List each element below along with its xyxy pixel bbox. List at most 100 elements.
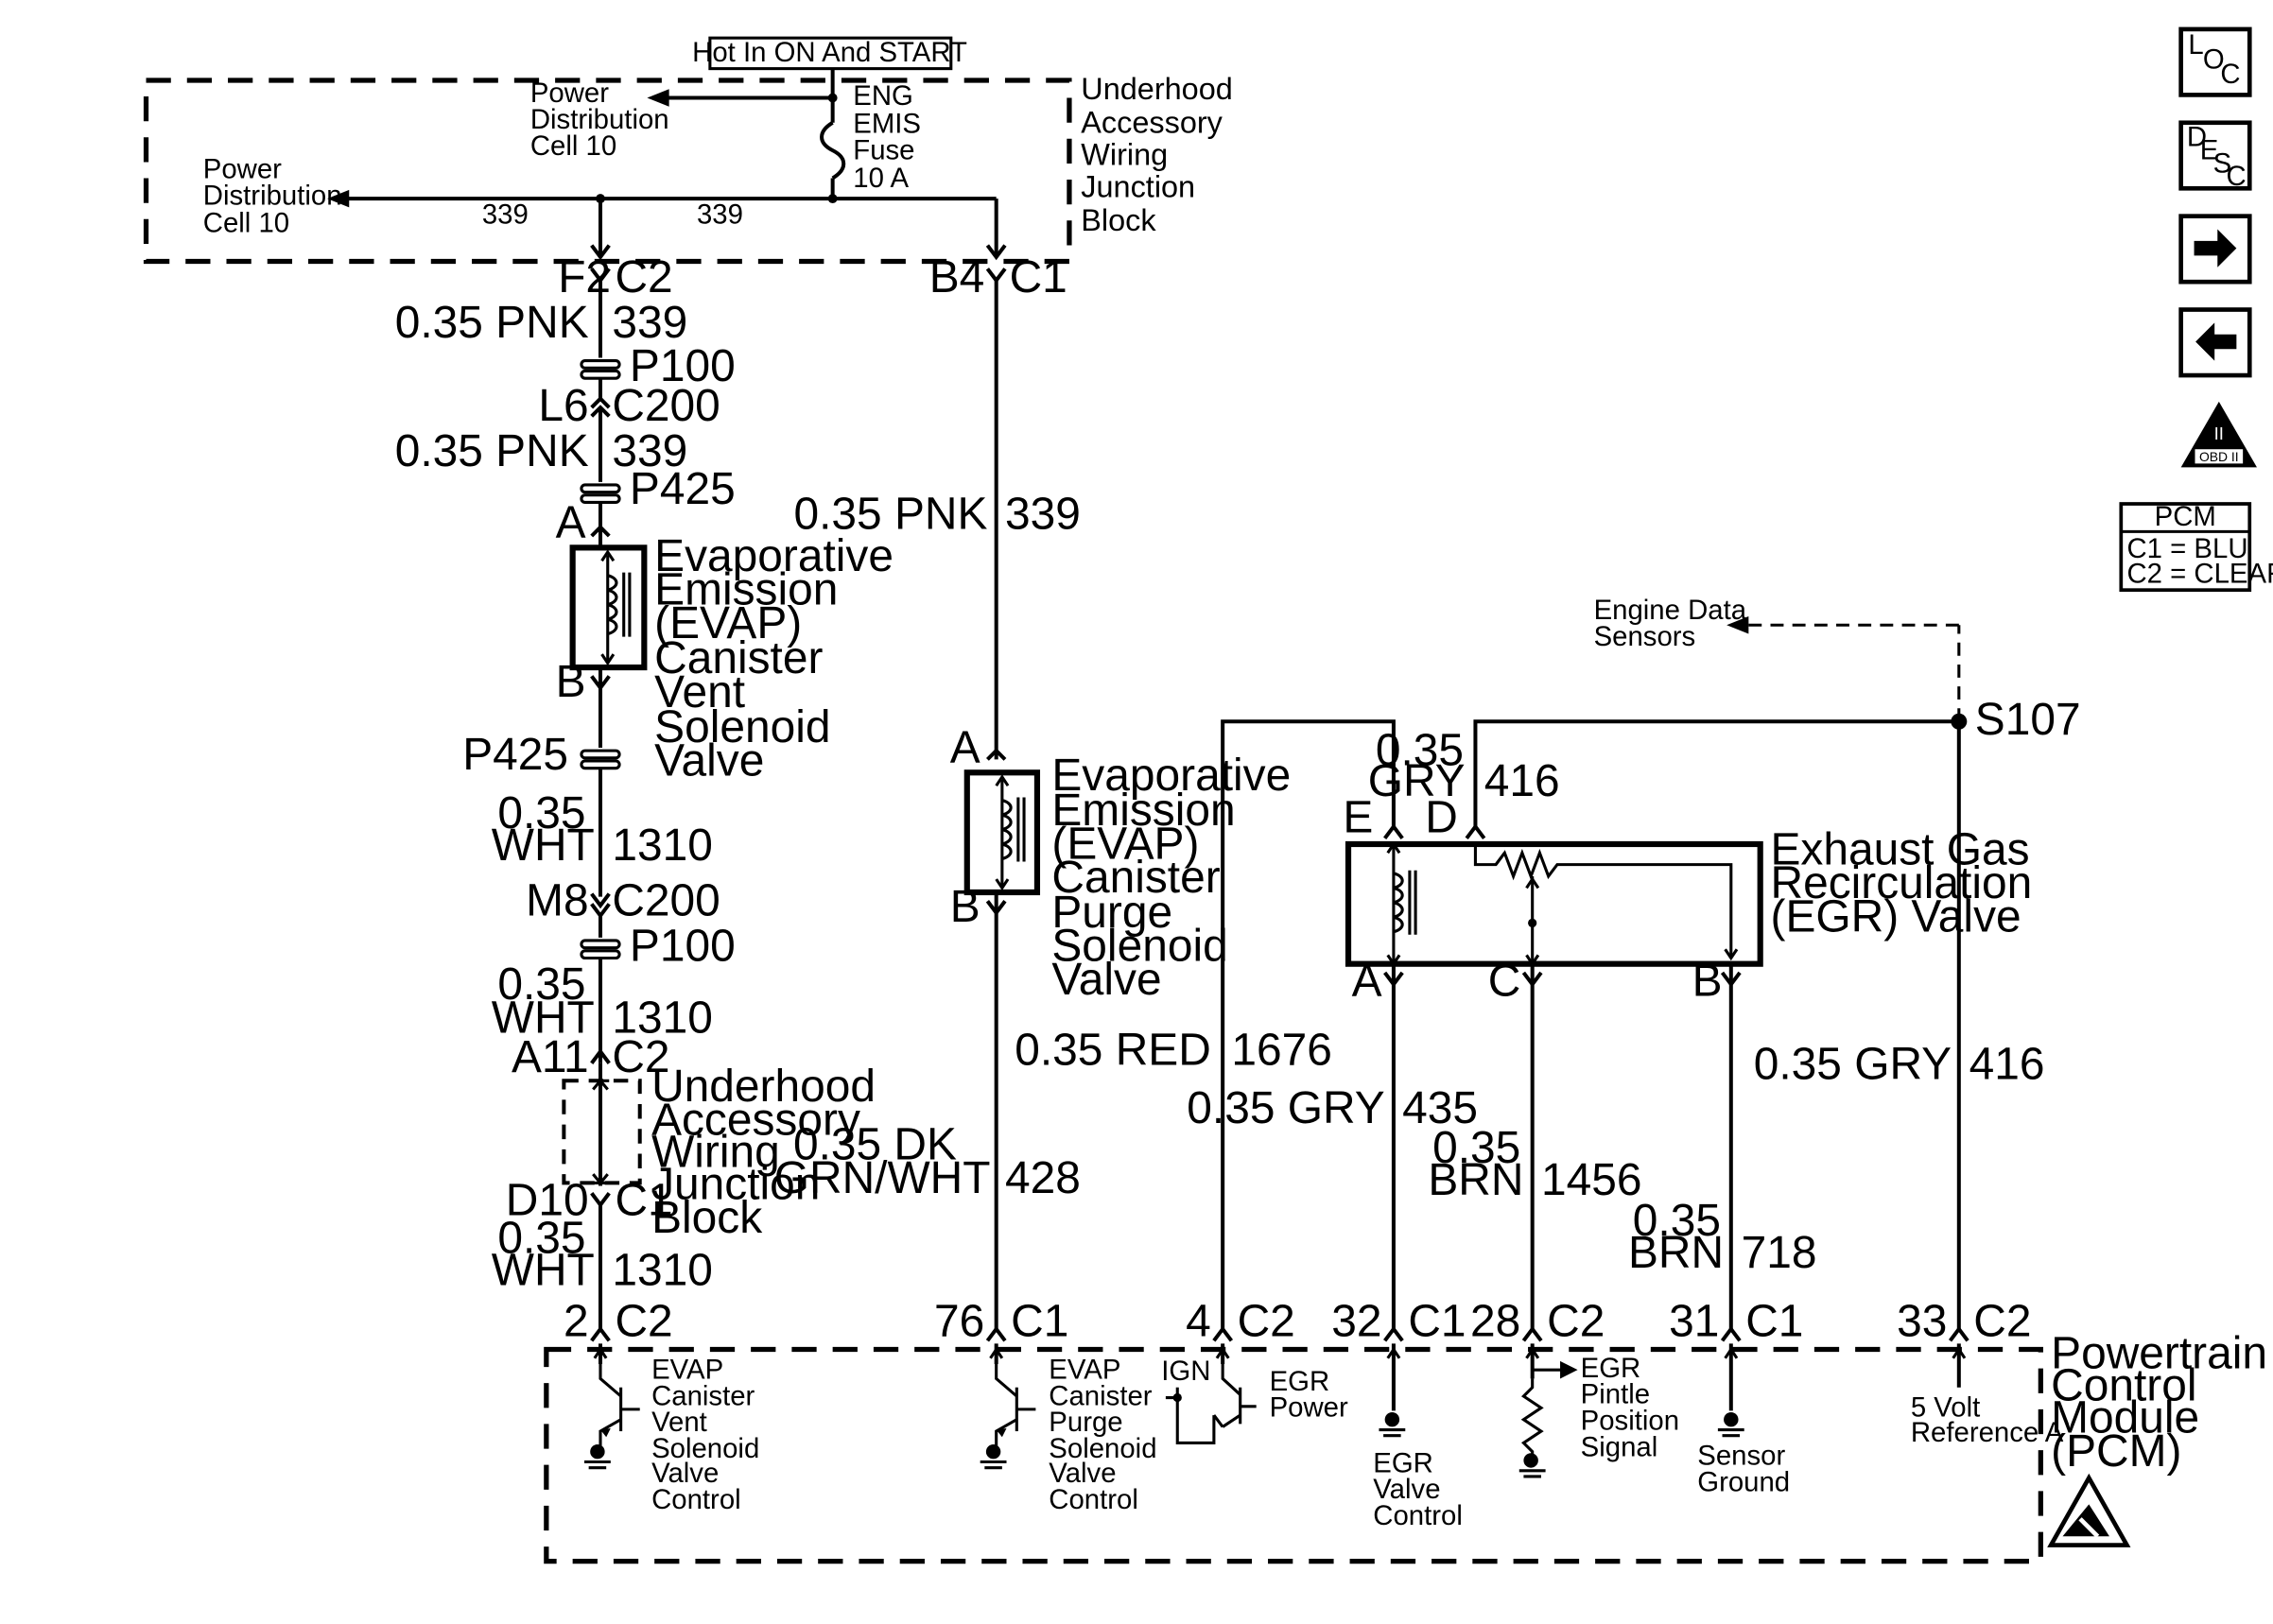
svg-text:Block: Block [1081, 203, 1156, 237]
svg-text:P100: P100 [630, 341, 736, 391]
hot-label: Hot In ON And START [692, 37, 967, 68]
svg-text:0.35 PNK: 0.35 PNK [395, 426, 589, 476]
svg-text:Wiring: Wiring [1081, 138, 1168, 172]
svg-text:Solenoid: Solenoid [1051, 922, 1227, 972]
pcm-pin-number: 32 [1331, 1297, 1381, 1347]
arrow-left-icon [2195, 322, 2237, 361]
svg-text:Canister: Canister [654, 633, 823, 683]
svg-text:Control: Control [2051, 1361, 2196, 1411]
svg-text:0.35 GRY: 0.35 GRY [1187, 1083, 1384, 1133]
svg-text:428: 428 [1005, 1153, 1081, 1203]
pcm-title: Powertrain Control Module (PCM) [2051, 1329, 2267, 1477]
egr-valve-label: Exhaust Gas Recirculation (EGR) Valve [1771, 825, 2033, 942]
next-button[interactable] [2178, 214, 2252, 285]
svg-text:0.35 RED: 0.35 RED [1015, 1025, 1211, 1075]
svg-text:0.35 DK: 0.35 DK [793, 1120, 957, 1170]
svg-text:Valve: Valve [1049, 1458, 1116, 1489]
svg-text:D10: D10 [506, 1175, 589, 1225]
engine-data-label: Engine Data Sensors [1594, 595, 1747, 652]
svg-text:Purge: Purge [1051, 888, 1172, 938]
svg-text:Evaporative: Evaporative [654, 531, 894, 581]
svg-text:C200: C200 [612, 381, 720, 431]
pdc-upper-label: Power Distribution Cell 10 [530, 78, 669, 162]
svg-text:EVAP: EVAP [1049, 1354, 1120, 1385]
svg-text:PCM: PCM [2155, 501, 2216, 532]
hot-label-box [708, 36, 953, 71]
svg-text:Fuse: Fuse [853, 134, 914, 165]
pcm-pin-connector-id: C2 [1973, 1297, 2031, 1347]
svg-text:B: B [1692, 957, 1723, 1007]
vent-branch: F2 C2 0.35 PNK 339 P100 L6 C200 0.35 PNK… [395, 252, 894, 1333]
ground-icon [1384, 1411, 1400, 1427]
svg-text:Underhood: Underhood [651, 1062, 876, 1112]
pcm-5v-reference: 5 Volt Reference A [1911, 1343, 2064, 1448]
svg-text:A: A [950, 722, 980, 772]
egr-section: Engine Data Sensors S107 0.35 GRY 416 D … [1015, 595, 2081, 1333]
svg-text:A11: A11 [512, 1032, 589, 1082]
svg-text:1676: 1676 [1231, 1025, 1332, 1075]
desc-button[interactable]: D E S C [2178, 120, 2252, 192]
pdc-lower-arrow [327, 189, 350, 208]
svg-text:BRN: BRN [1428, 1155, 1523, 1205]
svg-text:5 Volt: 5 Volt [1911, 1392, 1980, 1424]
svg-text:C1 = BLU: C1 = BLU [2126, 533, 2247, 564]
pcm-pin-connector-id: C1 [1745, 1297, 1803, 1347]
svg-text:0.35 PNK: 0.35 PNK [395, 298, 589, 348]
arrow-right-icon [2194, 229, 2237, 268]
pcm-pin-number: 31 [1669, 1297, 1719, 1347]
svg-text:0.35: 0.35 [1432, 1123, 1520, 1173]
svg-text:Reference A: Reference A [1911, 1417, 2064, 1448]
svg-text:EGR: EGR [1270, 1366, 1330, 1397]
svg-text:Block: Block [651, 1193, 762, 1243]
svg-text:Recirculation: Recirculation [1771, 858, 2033, 908]
svg-text:C: C [1488, 957, 1521, 1007]
svg-text:1310: 1310 [612, 821, 713, 871]
svg-text:Distribution: Distribution [203, 180, 342, 211]
pcm-purge-driver: EVAP Canister Purge Solenoid Valve Contr… [980, 1343, 1157, 1515]
pcm-pin-connector: 31 C1 [1669, 1297, 1803, 1347]
svg-text:Evaporative: Evaporative [1051, 751, 1291, 801]
pcm-pin-number: 2 [564, 1297, 589, 1347]
pcm-sensor-ground: Sensor Ground [1697, 1343, 1790, 1497]
engine-data-arrow [1726, 615, 1749, 634]
svg-text:10 A: 10 A [853, 163, 909, 194]
pass-through-p100-bottom [580, 939, 621, 960]
svg-text:Vent: Vent [654, 667, 745, 717]
svg-text:C2: C2 [615, 252, 672, 302]
fuse-icon [820, 121, 846, 181]
svg-text:Cell 10: Cell 10 [530, 130, 616, 162]
vent-solenoid-label: Evaporative Emission (EVAP) Canister Ven… [654, 531, 894, 786]
svg-text:Valve: Valve [1373, 1474, 1440, 1505]
svg-text:435: 435 [1402, 1083, 1478, 1133]
svg-text:B: B [950, 882, 980, 932]
svg-text:B4: B4 [929, 252, 985, 302]
svg-text:Pintle: Pintle [1581, 1379, 1650, 1410]
svg-text:Powertrain: Powertrain [2051, 1329, 2267, 1379]
obd-ii-button[interactable]: II OBD II [2180, 401, 2257, 468]
svg-text:A: A [556, 498, 586, 548]
svg-text:0.35: 0.35 [497, 959, 585, 1010]
svg-text:339: 339 [1005, 489, 1081, 539]
connector-m8-c200 [590, 892, 611, 909]
svg-text:GRY: GRY [1368, 756, 1466, 806]
svg-text:GRN/WHT: GRN/WHT [774, 1153, 991, 1203]
svg-text:339: 339 [612, 426, 687, 476]
back-button[interactable] [2178, 307, 2252, 378]
svg-text:1310: 1310 [612, 1246, 713, 1296]
fuse-block-title: Underhood Accessory Wiring Junction Bloc… [1081, 72, 1233, 237]
pass-through-p100-top [580, 359, 621, 380]
svg-text:II: II [2214, 423, 2224, 443]
ground-icon [985, 1443, 1001, 1460]
svg-text:Cell 10: Cell 10 [203, 208, 289, 239]
svg-text:(EVAP): (EVAP) [1051, 819, 1199, 869]
loc-button[interactable]: L O C [2178, 26, 2252, 97]
ground-icon [590, 1443, 605, 1460]
pcm-egr-power-driver: IGN EGR Power [1161, 1343, 1348, 1444]
svg-text:P425: P425 [630, 464, 736, 514]
svg-text:718: 718 [1742, 1228, 1817, 1278]
svg-text:O: O [2203, 44, 2225, 76]
svg-text:Control: Control [651, 1484, 741, 1515]
